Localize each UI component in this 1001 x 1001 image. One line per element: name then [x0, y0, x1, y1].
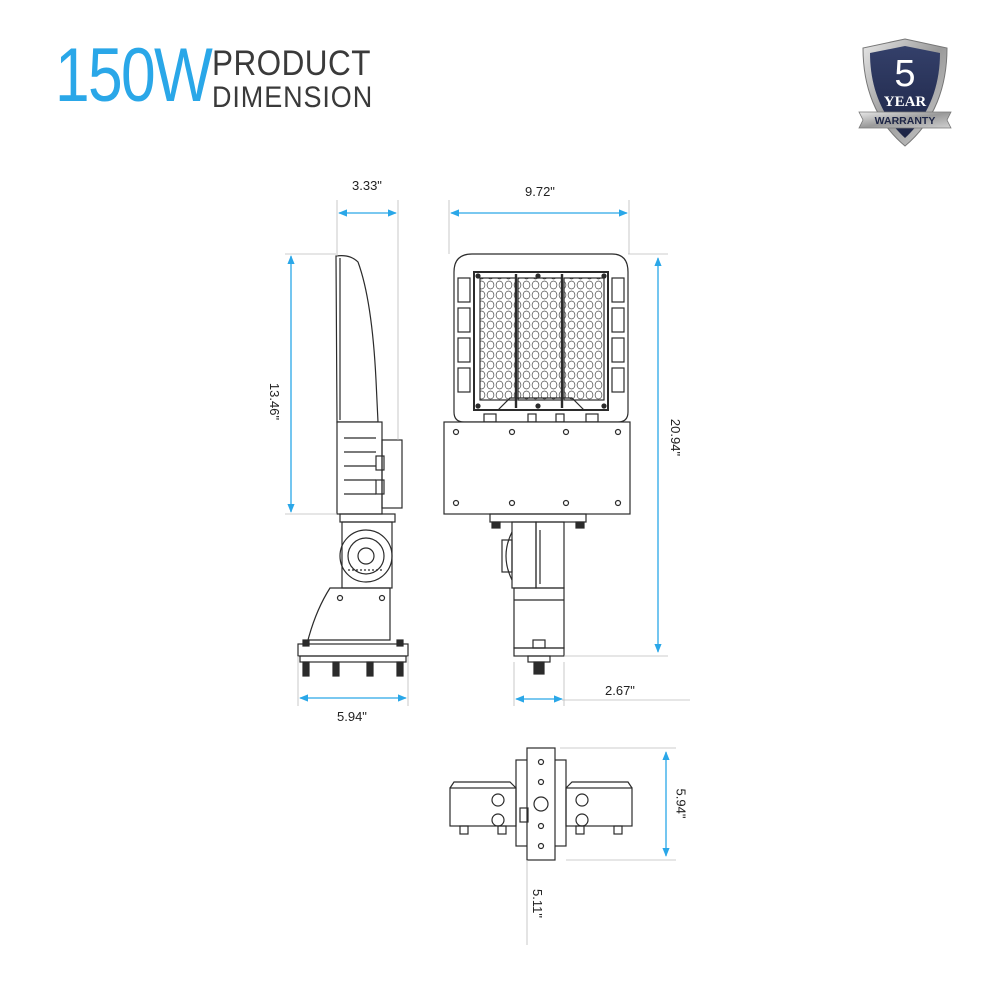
dim-front-width: 9.72": [525, 184, 555, 199]
title-product: PRODUCT: [212, 44, 371, 83]
dimension-arrows: [287, 209, 670, 857]
badge-number: 5: [894, 53, 915, 95]
dim-bottom-width: 5.11": [529, 889, 545, 918]
side-view: [297, 255, 409, 677]
dim-arm-offset: 2.67": [605, 683, 635, 698]
badge-warranty: WARRANTY: [875, 115, 936, 127]
dim-side-height: 13.46": [267, 382, 283, 421]
dim-total-height: 20.94": [668, 418, 684, 457]
dim-bottom-depth: 5.94": [673, 788, 689, 819]
dim-mount-width: 5.94": [337, 709, 367, 724]
warranty-badge-icon: 5 YEAR WARRANTY: [858, 38, 952, 147]
front-view: [443, 253, 631, 675]
extension-lines: [285, 200, 690, 945]
title-dimension: DIMENSION: [212, 81, 374, 114]
dim-side-depth: 3.33": [352, 178, 382, 193]
badge-year: YEAR: [884, 94, 927, 110]
bottom-view: [449, 747, 633, 861]
wattage-title: 150W: [55, 33, 213, 118]
